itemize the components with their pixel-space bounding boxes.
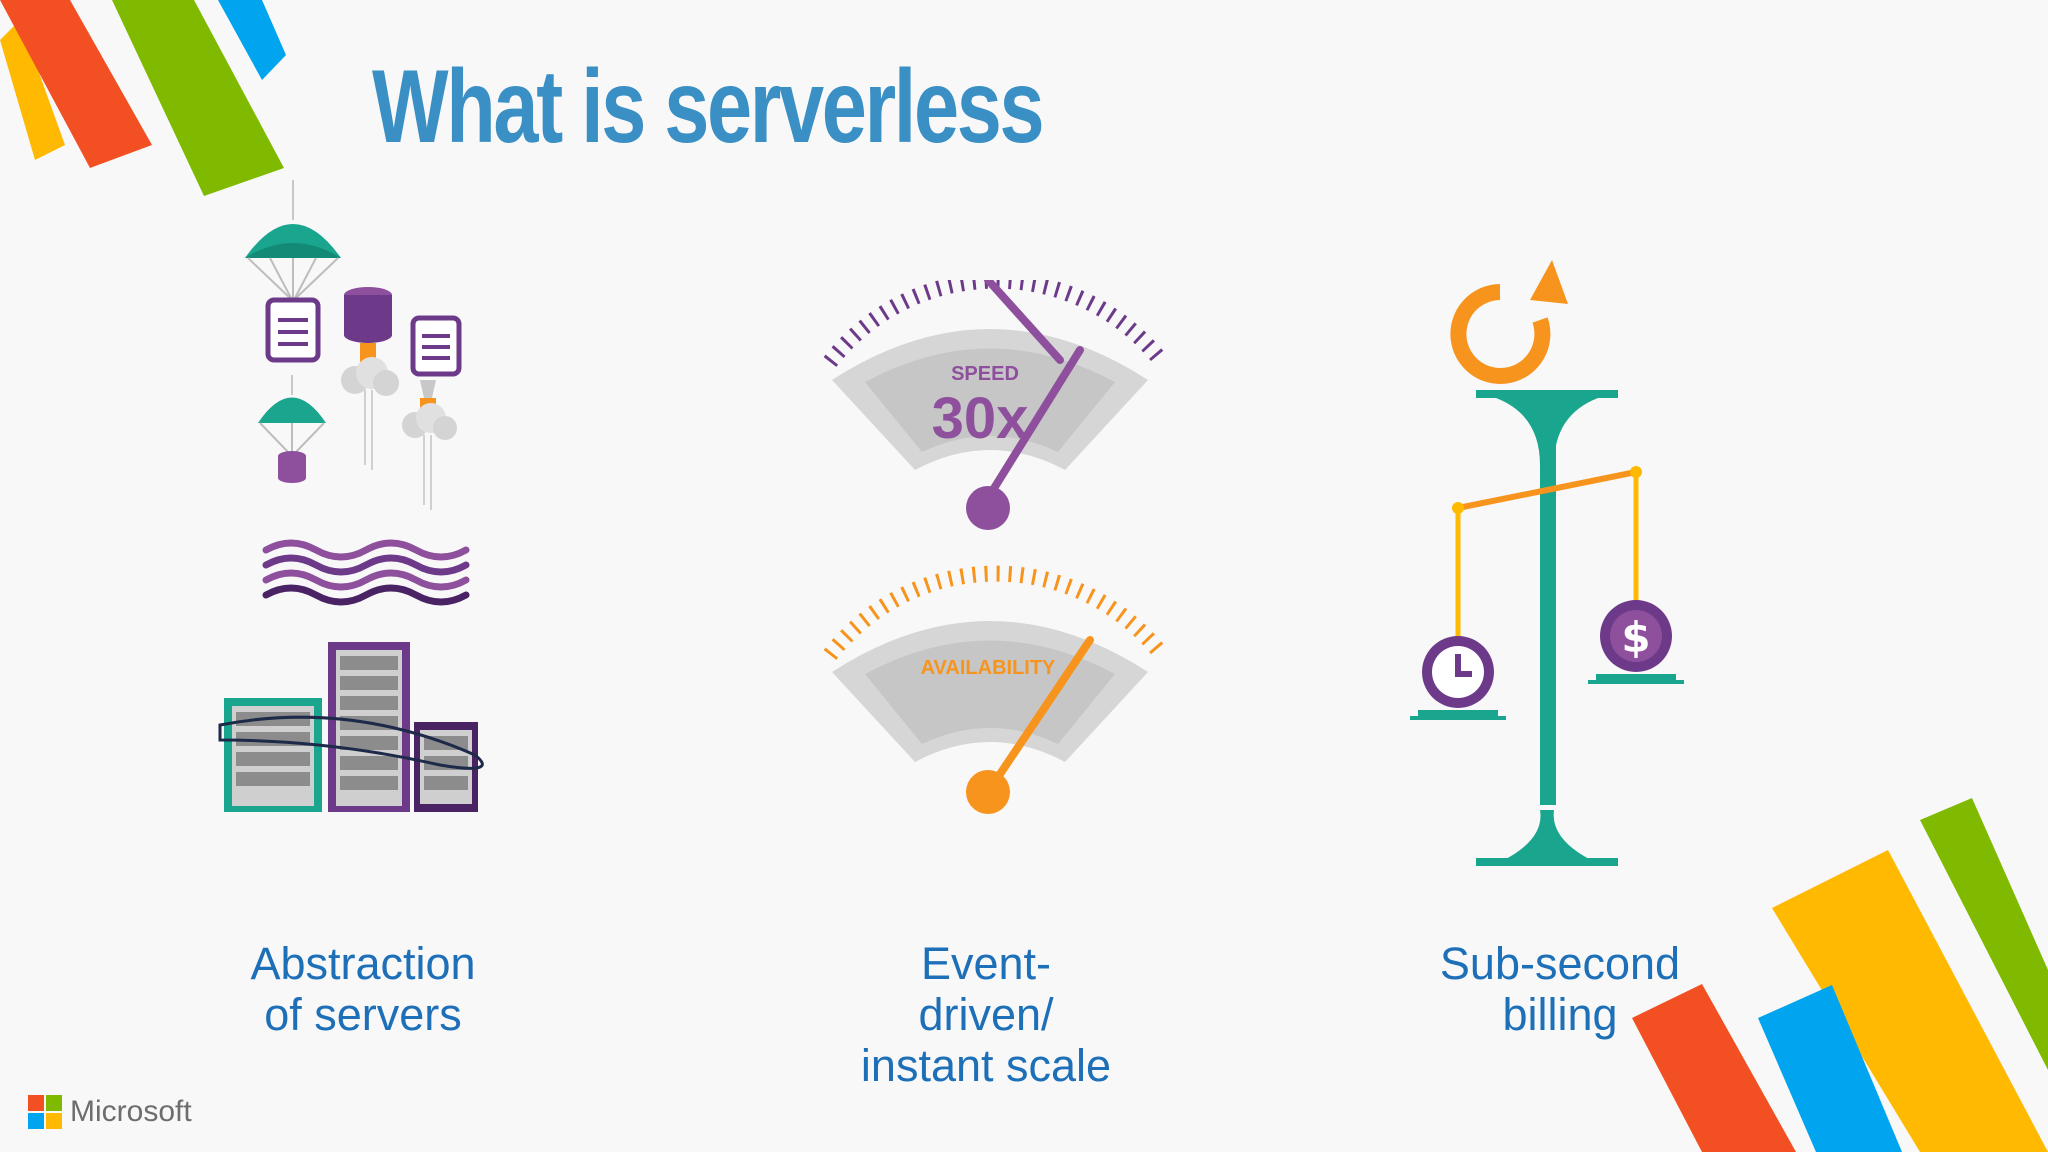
availability-gauge: AVAILABILITY <box>823 565 1169 814</box>
microsoft-logo: Microsoft <box>28 1095 192 1129</box>
availability-label: AVAILABILITY <box>921 657 1056 679</box>
clock-icon <box>1410 636 1506 720</box>
slide-title: What is serverless <box>372 49 1045 165</box>
dollar-icon: $ <box>1588 600 1684 684</box>
microsoft-logo-icon <box>28 1095 62 1129</box>
accent-stripes-bottom-right <box>1632 798 2048 1152</box>
parachute-servers-icon <box>218 180 484 812</box>
speed-gauge: SPEED 30x <box>823 280 1169 530</box>
caption-event-driven-scale: Event- driven/ instant scale <box>860 938 1112 1091</box>
svg-text:$: $ <box>1621 613 1650 662</box>
caption-abstraction-of-servers: Abstraction of servers <box>250 938 476 1040</box>
balance-scale-icon: $ <box>1410 260 1684 866</box>
speed-gauges-icon: SPEED 30x AVAILABILITY <box>823 280 1169 814</box>
speed-label: SPEED <box>951 363 1019 385</box>
accent-stripes-top-left <box>0 0 286 196</box>
speed-value: 30x <box>932 386 1029 451</box>
caption-sub-second-billing: Sub-second billing <box>1439 938 1681 1040</box>
refresh-icon <box>1450 284 1551 384</box>
microsoft-wordmark: Microsoft <box>70 1095 192 1128</box>
